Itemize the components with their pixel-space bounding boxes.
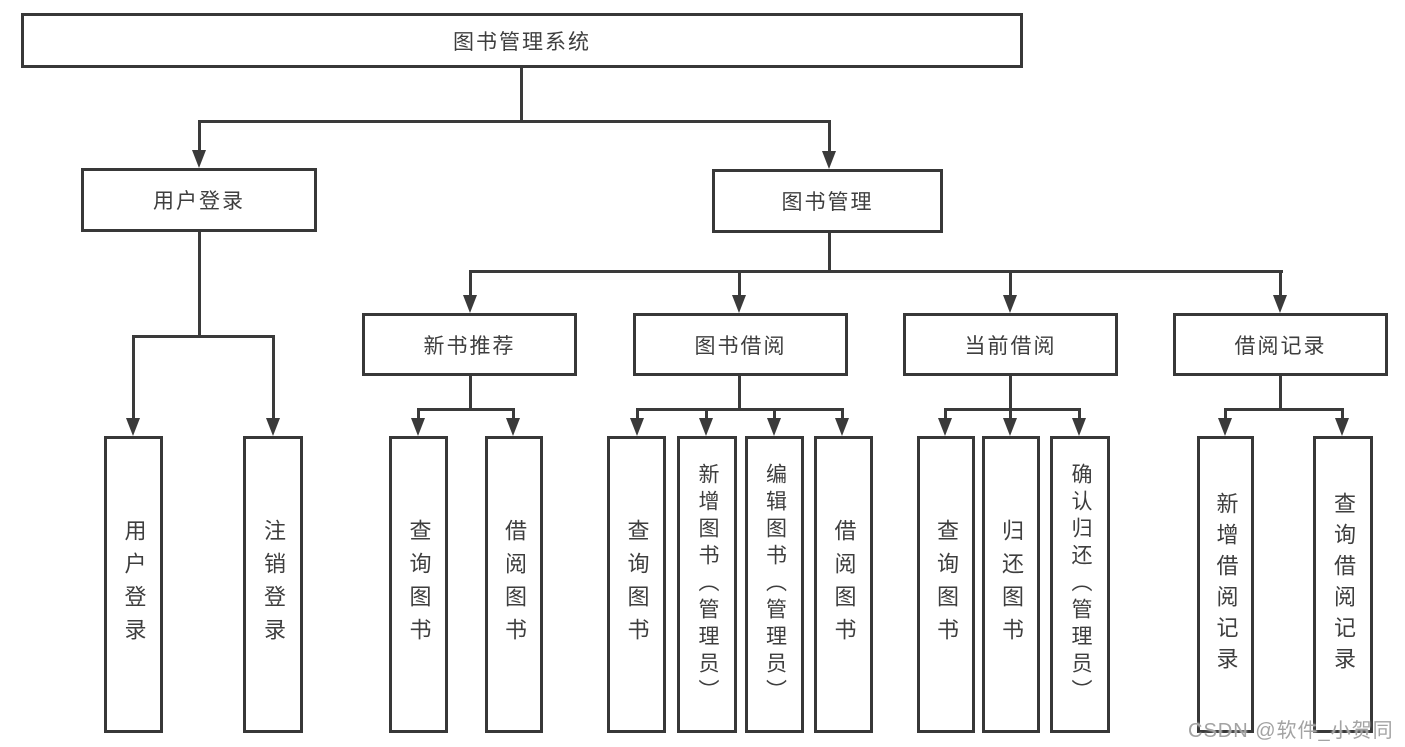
- leaf-add-borrow-record: 新增借阅记录: [1197, 436, 1254, 733]
- arrow-down-icon: [192, 150, 206, 168]
- connector-line: [132, 335, 135, 421]
- arrow-down-icon: [767, 418, 781, 436]
- arrow-down-icon: [699, 418, 713, 436]
- node-book-borrow: 图书借阅: [633, 313, 848, 376]
- connector-line: [828, 233, 831, 273]
- connector-line: [1009, 408, 1012, 422]
- arrow-down-icon: [822, 151, 836, 169]
- connector-line: [198, 120, 201, 152]
- node-user-login-label: 用户登录: [153, 190, 245, 213]
- leaf-edit-book-admin: 编辑图书（管理员）: [745, 436, 804, 733]
- arrow-down-icon: [266, 418, 280, 436]
- connector-line: [1224, 408, 1344, 411]
- leaf-query-books-recommend: 查询图书: [389, 436, 448, 733]
- connector-line: [1224, 408, 1227, 422]
- connector-line: [512, 408, 515, 422]
- connector-line: [636, 408, 843, 411]
- connector-line: [1078, 408, 1081, 422]
- connector-line: [1009, 270, 1012, 297]
- leaf-query-books-borrow-label: 查询图书: [624, 518, 650, 651]
- connector-line: [417, 408, 420, 422]
- connector-line: [132, 335, 275, 338]
- arrow-down-icon: [1218, 418, 1232, 436]
- leaf-borrow-books-recommend-label: 借阅图书: [502, 518, 527, 651]
- node-root-label: 图书管理系统: [453, 30, 591, 54]
- connector-line: [705, 408, 708, 422]
- node-user-login: 用户登录: [81, 168, 317, 232]
- leaf-query-books-current: 查询图书: [917, 436, 975, 733]
- leaf-borrow-books-recommend: 借阅图书: [485, 436, 543, 733]
- arrow-down-icon: [630, 418, 644, 436]
- leaf-logout-label: 注销登录: [261, 518, 286, 651]
- leaf-logout: 注销登录: [243, 436, 303, 733]
- connector-line: [773, 408, 776, 422]
- watermark: CSDN @软件_小贺同学: [1188, 720, 1394, 742]
- arrow-down-icon: [1273, 295, 1287, 313]
- arrow-down-icon: [938, 418, 952, 436]
- node-new-book-recommend: 新书推荐: [362, 313, 577, 376]
- node-book-management-label: 图书管理: [781, 191, 874, 214]
- arrow-down-icon: [1072, 418, 1086, 436]
- leaf-query-borrow-record-label: 查询借阅记录: [1331, 491, 1356, 678]
- connector-line: [469, 270, 472, 297]
- connector-line: [738, 376, 741, 410]
- node-current-borrow-label: 当前借阅: [964, 334, 1057, 358]
- connector-line: [841, 408, 844, 422]
- arrow-down-icon: [1003, 295, 1017, 313]
- leaf-query-borrow-record: 查询借阅记录: [1313, 436, 1373, 733]
- leaf-edit-book-admin-label: 编辑图书（管理员）: [763, 463, 787, 706]
- connector-line: [944, 408, 1081, 411]
- leaf-confirm-return-admin-label: 确认归还（管理员）: [1069, 463, 1092, 706]
- node-current-borrow: 当前借阅: [903, 313, 1118, 376]
- node-book-borrow-label: 图书借阅: [694, 334, 787, 358]
- connector-line: [469, 270, 1283, 273]
- connector-line: [272, 335, 275, 421]
- connector-line: [469, 376, 472, 410]
- leaf-add-book-admin-label: 新增图书（管理员）: [696, 463, 719, 706]
- node-new-book-recommend-label: 新书推荐: [423, 334, 516, 358]
- leaf-borrow-books-2: 借阅图书: [814, 436, 873, 733]
- leaf-user-login-label: 用户登录: [121, 518, 147, 651]
- arrow-down-icon: [506, 418, 520, 436]
- connector-line: [1341, 408, 1344, 422]
- connector-line: [198, 232, 201, 337]
- leaf-confirm-return-admin: 确认归还（管理员）: [1050, 436, 1110, 733]
- connector-line: [198, 120, 831, 123]
- arrow-down-icon: [1335, 418, 1349, 436]
- leaf-query-books-recommend-label: 查询图书: [406, 518, 432, 651]
- leaf-return-books: 归还图书: [982, 436, 1040, 733]
- arrow-down-icon: [463, 295, 477, 313]
- arrow-down-icon: [411, 418, 425, 436]
- arrow-down-icon: [835, 418, 849, 436]
- connector-line: [1279, 270, 1282, 297]
- node-borrow-records-label: 借阅记录: [1234, 334, 1327, 358]
- arrow-down-icon: [732, 295, 746, 313]
- leaf-query-books-current-label: 查询图书: [934, 518, 959, 651]
- leaf-user-login: 用户登录: [104, 436, 163, 733]
- connector-line: [1009, 376, 1012, 410]
- connector-line: [944, 408, 947, 422]
- leaf-add-borrow-record-label: 新增借阅记录: [1213, 491, 1239, 678]
- leaf-return-books-label: 归还图书: [999, 518, 1024, 651]
- leaf-query-books-borrow: 查询图书: [607, 436, 666, 733]
- connector-line: [738, 270, 741, 297]
- connector-line: [828, 120, 831, 153]
- node-root: 图书管理系统: [21, 13, 1023, 68]
- connector-line: [1279, 376, 1282, 410]
- leaf-add-book-admin: 新增图书（管理员）: [677, 436, 737, 733]
- connector-line: [520, 68, 523, 120]
- connector-line: [636, 408, 639, 422]
- leaf-borrow-books-2-label: 借阅图书: [831, 518, 857, 651]
- node-borrow-records: 借阅记录: [1173, 313, 1388, 376]
- arrow-down-icon: [1003, 418, 1017, 436]
- connector-line: [417, 408, 515, 411]
- node-book-management: 图书管理: [712, 169, 943, 233]
- arrow-down-icon: [126, 418, 140, 436]
